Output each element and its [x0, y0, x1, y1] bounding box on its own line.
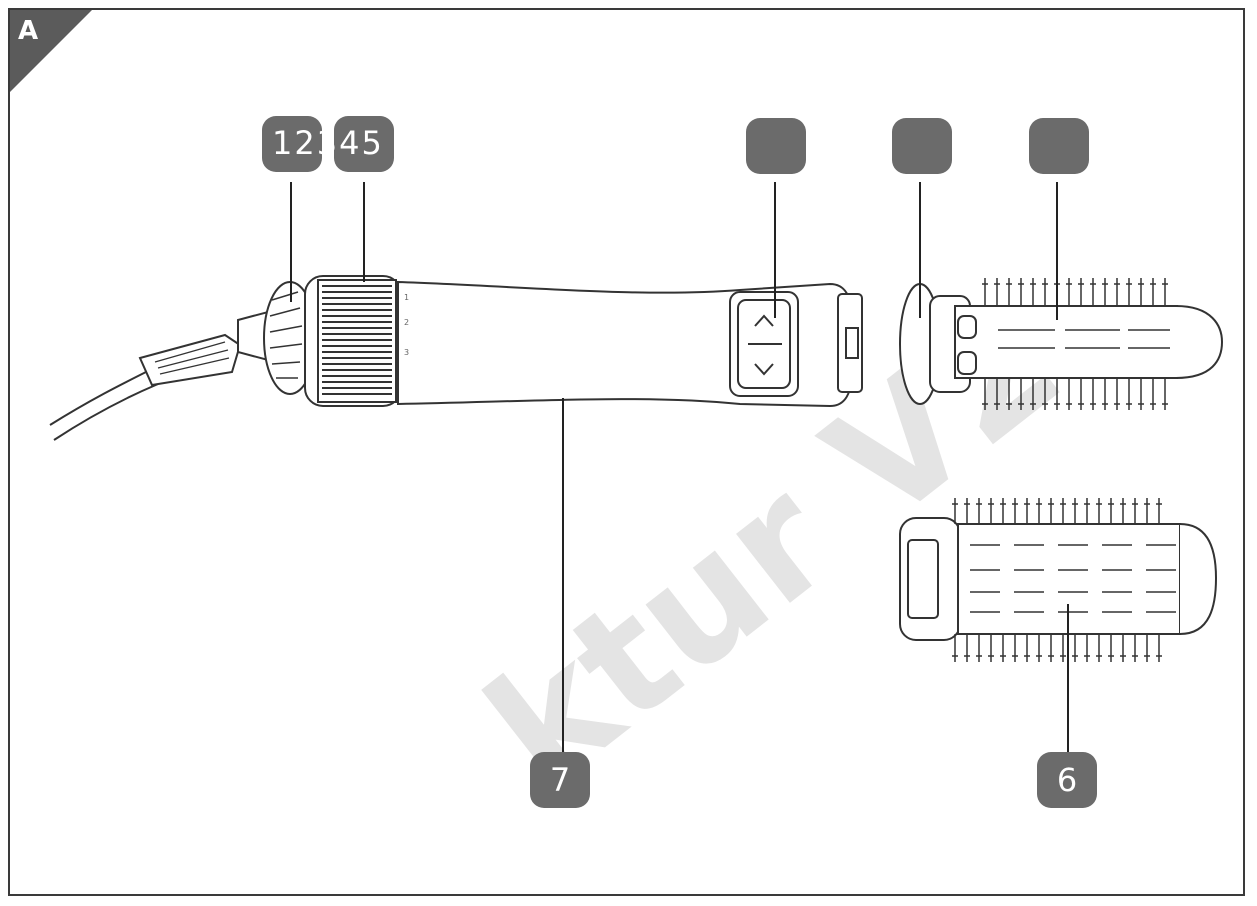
figure-corner-tab: [10, 10, 92, 92]
up-arrow-icon: [754, 314, 774, 327]
callout-badge-connector: [892, 118, 952, 174]
callout-badge-left-1: [262, 116, 322, 172]
callout-badge-buttons: [746, 118, 806, 174]
power-cord: [49, 333, 242, 441]
svg-text:3: 3: [404, 348, 409, 357]
svg-text:1: 1: [404, 293, 409, 302]
leader-lines: [290, 182, 1069, 760]
control-ring: [304, 275, 402, 407]
brush-attachment-bottom: [899, 498, 1218, 662]
callout-badge-brush: 6: [1037, 752, 1097, 808]
callout-left-group-label: 12345: [272, 124, 384, 162]
brush-attachment-top: [899, 278, 1224, 410]
rear-cap: [237, 281, 317, 395]
callout-badge-top-brush: [1029, 118, 1089, 174]
down-arrow-icon: [754, 363, 774, 376]
callout-badge-body: 7: [530, 752, 590, 808]
button-panel: [729, 291, 799, 397]
figure-label: A: [18, 16, 39, 46]
front-connector: [837, 293, 863, 393]
callout-badge-left-2: [334, 116, 394, 172]
svg-text:2: 2: [404, 318, 409, 327]
figure-border: [8, 8, 1245, 896]
